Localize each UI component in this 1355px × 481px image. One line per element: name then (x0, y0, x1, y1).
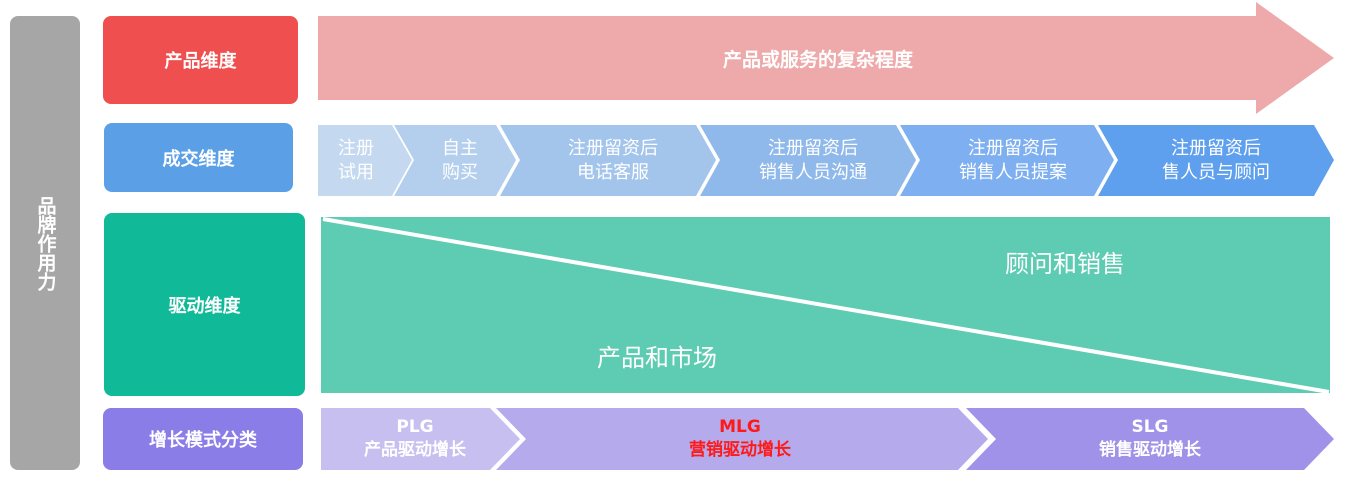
deal-step-line: 销售人员沟通 (759, 161, 867, 183)
deal-chevron (500, 125, 716, 196)
deal-chevron (900, 125, 1114, 196)
deal-step-line: 注册 (338, 137, 374, 159)
brand-force-label: 品牌作用力 (34, 195, 57, 291)
deal-step-line: 注册留资后 (768, 137, 858, 159)
growth-item-plg: PLG 产品驱动增长 (330, 410, 500, 468)
growth-name: 营销驱动增长 (689, 440, 791, 460)
deal-step-line: 注册留资后 (1171, 137, 1261, 159)
deal-step-line: 购买 (442, 161, 478, 183)
deal-step: 注册留资后售人员与顾问 (1118, 125, 1314, 196)
deal-chevrons (318, 125, 1334, 196)
growth-model-label: 增长模式分类 (103, 408, 303, 470)
deal-step-line: 注册留资后 (968, 137, 1058, 159)
deal-step: 注册留资后电话客服 (520, 125, 706, 196)
growth-chevron-plg (321, 408, 520, 470)
deal-step-line: 试用 (338, 161, 374, 183)
growth-code: MLG (719, 417, 761, 437)
deal-chevron (318, 125, 412, 196)
deal-step-line: 注册留资后 (568, 137, 658, 159)
complexity-arrow-text: 产品或服务的复杂程度 (722, 48, 913, 71)
complexity-arrow (318, 2, 1334, 114)
growth-item-mlg: MLG 营销驱动增长 (640, 410, 840, 468)
deal-step: 注册留资后销售人员沟通 (720, 125, 906, 196)
drive-diagonal (322, 217, 1330, 394)
deal-chevron (394, 125, 516, 196)
product-dimension-label: 产品维度 (103, 16, 298, 104)
deal-dimension-label: 成交维度 (104, 123, 293, 192)
drive-dimension-label: 驱动维度 (104, 213, 305, 396)
deal-step: 注册留资后销售人员提案 (920, 125, 1106, 196)
deal-step: 注册试用 (318, 125, 394, 196)
deal-chevron (700, 125, 916, 196)
drive-upper-text: 顾问和销售 (1005, 249, 1125, 278)
deal-step-line: 销售人员提案 (959, 161, 1067, 183)
deal-step-line: 电话客服 (577, 161, 649, 183)
deal-step-line: 售人员与顾问 (1162, 161, 1270, 183)
growth-chevron-slg (966, 408, 1334, 470)
deal-step: 自主购买 (414, 125, 506, 196)
brand-force-sidebar: 品牌作用力 (10, 16, 80, 470)
growth-item-slg: SLG 销售驱动增长 (1060, 410, 1240, 468)
growth-code: SLG (1131, 417, 1169, 437)
growth-chevrons (321, 408, 1334, 470)
growth-name: 销售驱动增长 (1099, 440, 1201, 460)
growth-code: PLG (396, 417, 434, 437)
deal-chevron (1098, 125, 1334, 196)
deal-step-line: 自主 (442, 137, 478, 159)
drive-lower-text: 产品和市场 (597, 343, 717, 372)
growth-chevron-mlg (496, 408, 988, 470)
growth-name: 产品驱动增长 (364, 440, 466, 460)
